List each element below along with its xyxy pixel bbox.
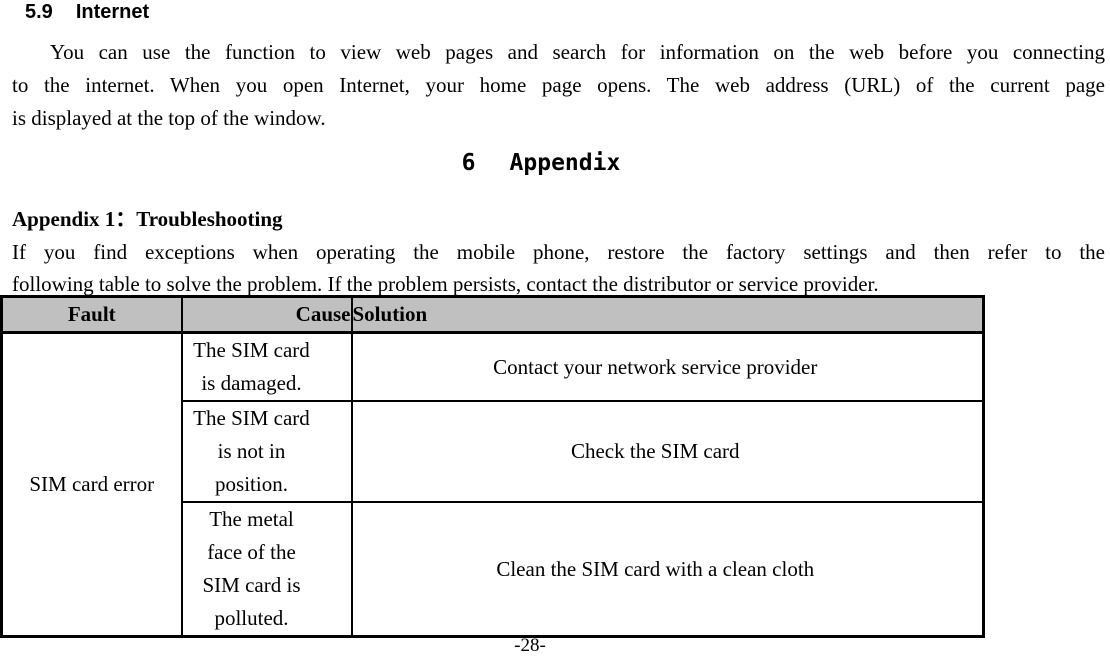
appendix-paragraph: If you find exceptions when operating th… [12,236,1105,300]
table-cell-cause: The metal face of the SIM card is pollut… [180,501,353,638]
paragraph-line: If you find exceptions when operating th… [12,240,1105,264]
table-cell-fault: SIM card error [0,331,183,638]
appendix-heading: Appendix 1：Troubleshooting [12,207,283,231]
table-cell-solution: Check the SIM card [350,400,985,503]
table-header-fault: Fault [0,295,183,334]
chapter-heading: 6 Appendix [0,147,1082,179]
table-row: SIM card error The SIM card is damaged. … [0,331,985,638]
table-cell-solution: Contact your network service provider [350,331,985,402]
paragraph-line: following table to solve the problem. If… [12,272,879,296]
chapter-number: 6 [461,150,476,176]
table-row: The metal face of the SIM card is pollut… [2,501,985,638]
table-cell-solution: Clean the SIM card with a clean cloth [350,501,985,638]
table-cell-cause: The SIM card is damaged. [180,331,353,402]
page-number: -28- [514,635,546,656]
section-heading: 5.9 Internet [25,0,149,24]
section-number: 5.9 [25,1,53,23]
paragraph-line: to the internet. When you open Internet,… [12,73,1105,97]
chapter-title: Appendix [509,150,621,176]
table-header-cause: Cause [180,295,353,334]
section-title: Internet [75,1,150,23]
table-cell-cause: The SIM card is not in position. [180,400,353,503]
table-header-solution: Solution [350,295,985,334]
table-row: The SIM card is not in position. Check t… [2,400,985,503]
table-header-row: Fault Cause Solution [0,295,985,334]
paragraph-line: You can use the function to view web pag… [50,40,1105,64]
troubleshooting-table: Fault Cause Solution SIM card error The … [0,295,985,638]
paragraph-line: is displayed at the top of the window. [12,106,326,130]
section-paragraph: You can use the function to view web pag… [12,36,1105,135]
